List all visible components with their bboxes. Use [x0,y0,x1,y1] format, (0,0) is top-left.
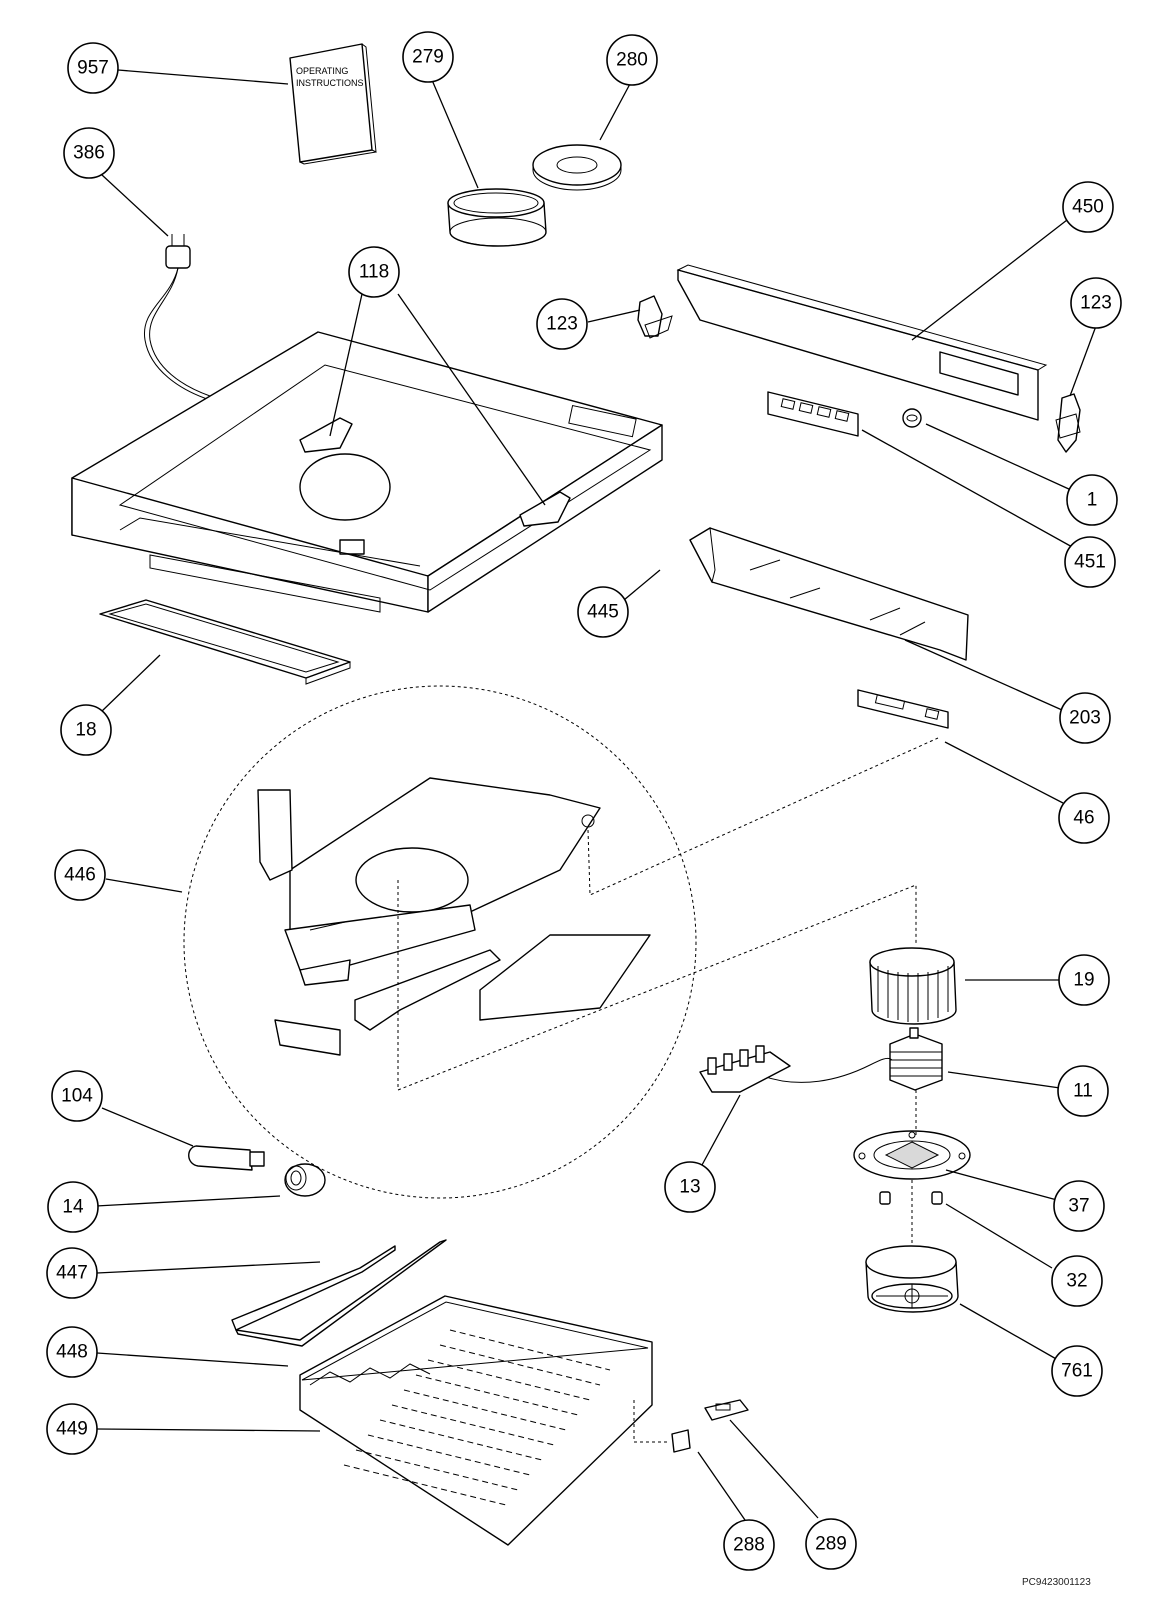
callout-288: 288 [723,1519,775,1571]
svg-text:447: 447 [56,1263,88,1284]
svg-text:451: 451 [1074,552,1106,573]
part-terminal-block [699,1045,791,1093]
part-end-cap-left [637,295,673,339]
svg-text:14: 14 [62,1197,84,1218]
callout-14: 14 [47,1181,99,1233]
svg-text:761: 761 [1061,1361,1093,1382]
callout-386: 386 [63,127,115,179]
part-motor [759,1027,943,1091]
part-filter-frame [99,599,351,685]
part-hood-housing [71,331,663,613]
callout-450: 450 [1062,181,1114,233]
part-knob [902,408,922,428]
svg-text:118: 118 [359,262,389,283]
callout-447: 447 [46,1247,98,1299]
svg-text:104: 104 [61,1086,93,1107]
svg-text:386: 386 [73,143,105,164]
svg-text:123: 123 [1080,293,1112,314]
svg-text:957: 957 [77,58,109,79]
part-filter-grid [299,1295,653,1546]
svg-text:11: 11 [1073,1081,1093,1102]
part-motor-cover [865,1245,959,1313]
part-flat-washer [532,144,622,191]
svg-text:280: 280 [616,50,648,71]
callout-118: 118 [348,246,400,298]
leader-lines [95,69,1097,1521]
svg-text:289: 289 [815,1534,847,1555]
svg-text:32: 32 [1066,1271,1087,1292]
callout-761: 761 [1051,1345,1103,1397]
part-clip-289 [704,1399,749,1421]
callout-957: 957 [67,42,119,94]
callout-448: 448 [46,1326,98,1378]
svg-text:123: 123 [546,314,578,335]
part-switch-strip [767,391,859,437]
svg-text:288: 288 [733,1535,765,1556]
callout-32: 32 [1051,1255,1103,1307]
callout-446: 446 [54,849,106,901]
part-lamp-holder [284,1163,326,1197]
callout-280: 280 [606,34,658,86]
svg-text:37: 37 [1068,1196,1089,1217]
callout-18: 18 [60,704,112,756]
svg-text:203: 203 [1069,708,1101,729]
part-lamp [188,1145,265,1171]
booklet-text: OPERATING INSTRUCTIONS [296,66,364,88]
part-clip-288 [671,1429,691,1453]
callout-104: 104 [51,1070,103,1122]
part-clips-118 [299,417,571,527]
drawing-code: PC9423001123 [1022,1577,1091,1588]
part-motor-plate [853,1130,971,1180]
svg-text:448: 448 [56,1342,88,1363]
svg-text:19: 19 [1073,970,1094,991]
callout-451: 451 [1064,536,1116,588]
callout-13: 13 [664,1161,716,1213]
callout-289: 289 [805,1518,857,1570]
part-fan-wheel [869,947,957,1025]
svg-text:445: 445 [587,602,619,623]
part-glass-light-cover [689,527,969,661]
callout-123-left: 123 [536,298,588,350]
part-end-cap-right [1055,393,1081,453]
part-front-panel [676,264,1048,421]
callout-203: 203 [1059,692,1111,744]
svg-text:279: 279 [412,47,444,68]
callout-37: 37 [1053,1180,1105,1232]
callout-46: 46 [1058,792,1110,844]
svg-text:13: 13 [679,1177,700,1198]
callout-123-right: 123 [1070,277,1122,329]
callout-445: 445 [577,586,629,638]
svg-text:1: 1 [1087,490,1098,511]
alignment-lines [397,737,939,1443]
part-power-cord [143,234,211,401]
svg-text:446: 446 [64,865,96,886]
svg-text:18: 18 [75,720,96,741]
callout-11: 11 [1057,1065,1109,1117]
part-nuts [879,1191,943,1205]
detail-circle-motor-housing [183,685,697,1199]
part-flange-ring [447,188,547,247]
svg-text:46: 46 [1073,808,1094,829]
callout-1: 1 [1066,474,1118,526]
callout-449: 449 [46,1403,98,1455]
part-wire-strip [231,1239,447,1347]
svg-text:449: 449 [56,1419,88,1440]
callout-19: 19 [1058,954,1110,1006]
part-operating-instructions-booklet: OPERATING INSTRUCTIONS [289,43,377,165]
callout-279: 279 [402,31,454,83]
svg-text:450: 450 [1072,197,1104,218]
part-small-switch [857,689,949,729]
